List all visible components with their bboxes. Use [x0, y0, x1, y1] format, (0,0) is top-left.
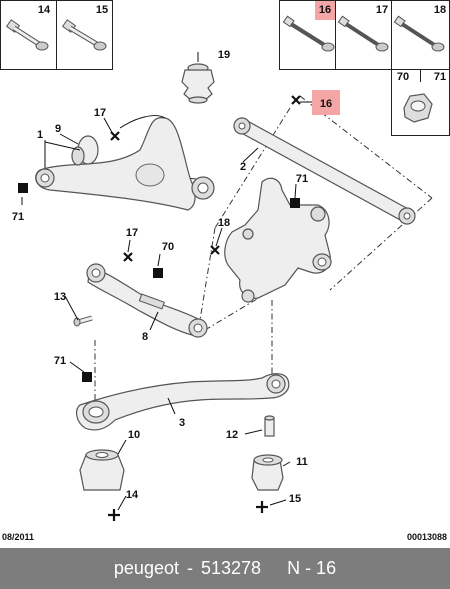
callout-16[interactable]: 16 — [320, 98, 332, 110]
callout-17b[interactable]: 17 — [126, 227, 138, 239]
callout-9[interactable]: 9 — [55, 123, 61, 135]
bushing-9[interactable] — [71, 135, 99, 166]
upper-wishbone-arm[interactable] — [35, 115, 215, 211]
position-number: N - 16 — [287, 558, 337, 578]
hex-nut-icon — [403, 93, 433, 123]
tightening-torque-markers — [18, 95, 301, 521]
fastener-box-15[interactable]: 15 — [56, 0, 113, 70]
box-label-17: 17 — [376, 4, 388, 16]
box-label-18: 18 — [434, 4, 446, 16]
box-label-70: 70 — [397, 71, 409, 83]
callout-13[interactable]: 13 — [54, 291, 66, 303]
brand-name: peugeot — [113, 558, 179, 578]
hub-carrier-knuckle[interactable] — [224, 177, 332, 303]
bolt-icon — [282, 15, 335, 52]
fastener-box-18[interactable]: 18 — [391, 0, 450, 70]
lower-control-arm[interactable] — [75, 373, 290, 431]
caption-separator: - — [186, 558, 193, 578]
callout-17a[interactable]: 17 — [94, 107, 106, 119]
callout-71a[interactable]: 71 — [296, 173, 308, 185]
caption-bar: peugeot - 513278 N - 16 — [0, 548, 450, 589]
exploded-suspension-diagram: 14 15 16 17 — [0, 0, 450, 521]
revision-date: 08/2011 — [2, 532, 35, 542]
callout-71c[interactable]: 71 — [54, 355, 66, 367]
bolt-icon — [337, 15, 389, 52]
bolt-flange-icon — [5, 19, 49, 51]
callout-14[interactable]: 14 — [126, 489, 139, 501]
callout-11[interactable]: 11 — [296, 456, 308, 468]
callout-19[interactable]: 19 — [218, 49, 230, 61]
callout-2[interactable]: 2 — [240, 161, 246, 173]
highlight-marker — [315, 1, 335, 20]
highlight-callout-16 — [312, 90, 340, 115]
diagram-reference: 00013088 — [406, 532, 447, 542]
bump-stop[interactable] — [181, 63, 215, 104]
callout-71b[interactable]: 71 — [12, 211, 24, 223]
box-label-71: 71 — [434, 71, 446, 83]
toe-link[interactable] — [86, 263, 208, 338]
callout-1[interactable]: 1 — [37, 129, 43, 141]
bushing-11[interactable] — [251, 454, 284, 491]
bolt-icon — [393, 15, 445, 52]
toe-adjust-bolt[interactable] — [73, 315, 93, 327]
callout-12[interactable]: 12 — [226, 429, 238, 441]
bushing-10[interactable] — [79, 449, 125, 491]
box-label-15: 15 — [96, 4, 108, 16]
fastener-box-16[interactable]: 16 — [279, 0, 336, 70]
tie-rod-link[interactable] — [233, 117, 416, 225]
fastener-box-70-71[interactable]: 70 71 — [391, 69, 450, 136]
fastener-box-17[interactable]: 17 — [335, 0, 392, 70]
box-label-14: 14 — [38, 4, 51, 16]
leader-lines — [21, 52, 312, 511]
fastener-box-14[interactable]: 14 — [0, 0, 57, 70]
part-number: 513278 — [200, 558, 262, 578]
callout-18[interactable]: 18 — [218, 217, 230, 229]
pin-12[interactable] — [264, 415, 275, 437]
callout-8[interactable]: 8 — [142, 331, 148, 343]
callout-3[interactable]: 3 — [179, 417, 185, 429]
box-label-16: 16 — [319, 4, 331, 16]
callout-10[interactable]: 10 — [128, 429, 140, 441]
callout-15[interactable]: 15 — [289, 493, 301, 505]
bolt-flange-icon — [61, 19, 107, 51]
callout-70[interactable]: 70 — [162, 241, 174, 253]
